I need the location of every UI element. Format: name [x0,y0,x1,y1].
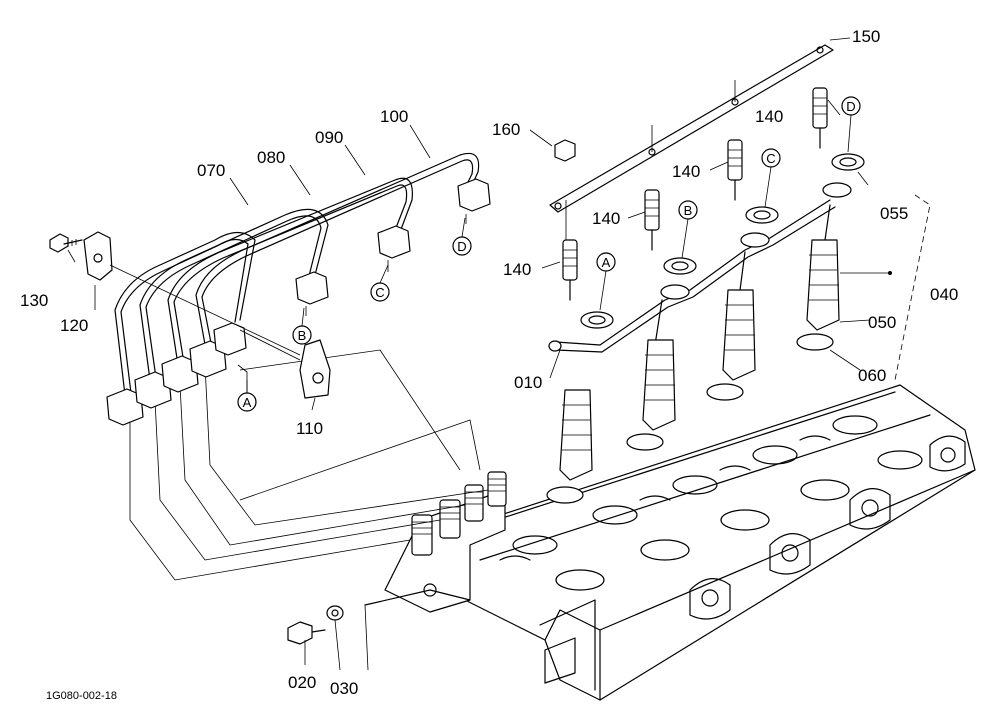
glow-plug-lead-150 [549,44,834,240]
label-110: 110 [296,419,323,438]
callout-c-left: C [375,285,384,300]
label-120: 120 [60,316,88,335]
callout-c-right: C [766,151,775,166]
label-030: 030 [330,679,358,698]
cylinder-head [454,384,976,701]
label-140-d: 140 [503,260,531,279]
pipe-routing-lines [129,349,489,581]
bolt-130 [49,233,83,253]
label-leaders [67,37,871,411]
callout-b-left: B [298,328,307,343]
label-010: 010 [514,373,542,392]
drawing-reference: 1G080-002-18 [46,690,117,702]
pipe-clamp-110 [239,329,331,399]
label-140-a: 140 [755,107,783,126]
label-130: 130 [20,291,48,310]
callout-d-left: D [457,239,466,254]
callout-b-right: B [684,203,693,218]
label-070: 070 [197,161,225,180]
label-100: 100 [380,107,408,126]
label-055: 055 [880,204,908,223]
label-040: 040 [930,285,958,304]
bolt-020-washer-030 [287,604,369,671]
leak-off-pipe [548,199,836,353]
label-090: 090 [315,128,343,147]
injection-pipes [106,152,491,426]
callout-d-right: D [846,99,855,114]
label-150: 150 [852,27,880,46]
label-160: 160 [492,120,520,139]
glow-plugs [562,87,828,301]
label-020: 020 [288,673,316,692]
label-050: 050 [868,313,896,332]
injector-nozzles [546,239,840,504]
callout-a-right: A [602,255,611,270]
injection-pump-outlets [364,471,507,613]
label-080: 080 [257,148,285,167]
callout-a-left: A [243,395,252,410]
part-number-labels: 070 080 090 100 150 160 140 140 140 140 … [20,27,958,702]
connection-callouts: A B C D A B C D [237,96,861,412]
pipe-clamp-120 [83,231,301,356]
label-060: 060 [858,366,886,385]
label-140-c: 140 [592,209,620,228]
assembly-bracket-040 [840,194,931,381]
washers [580,153,865,329]
label-140-b: 140 [672,162,700,181]
nut-160 [554,139,576,162]
